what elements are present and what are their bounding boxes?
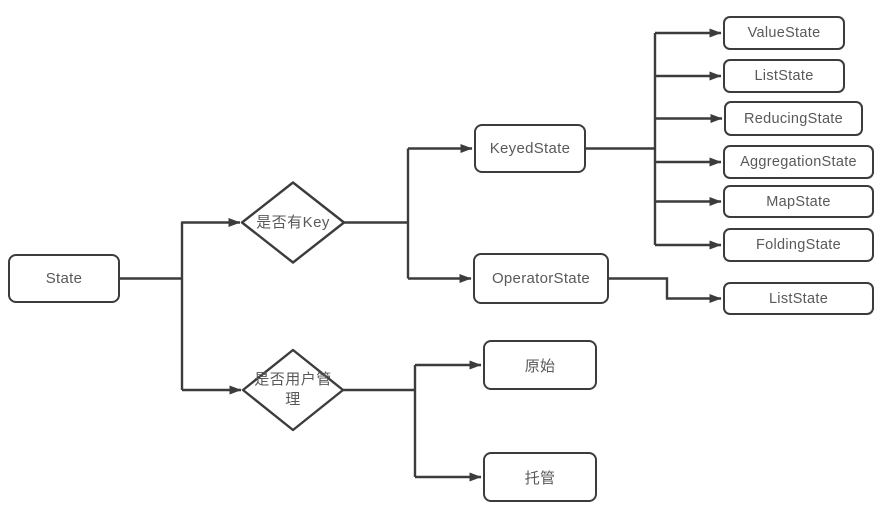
decision-has-key-label: 是否有Key bbox=[256, 214, 330, 231]
node-state: State bbox=[8, 254, 120, 303]
node-operator-state: OperatorState bbox=[473, 253, 609, 304]
node-value-state: ValueState bbox=[723, 16, 845, 50]
decision-has-key-shape bbox=[240, 181, 346, 264]
edge-operator-to-list-state bbox=[609, 277, 722, 303]
node-operator-list-state: ListState bbox=[723, 282, 874, 315]
node-list-state: ListState bbox=[723, 59, 845, 93]
decision-user-managed-shape bbox=[241, 348, 345, 432]
node-aggregation-state: AggregationState bbox=[723, 145, 874, 179]
node-keyed-state: KeyedState bbox=[474, 124, 586, 173]
decision-user-managed-label: 是否用户管理 bbox=[254, 371, 332, 408]
node-managed: 托管 bbox=[483, 452, 597, 502]
node-map-state: MapState bbox=[723, 185, 874, 218]
node-reducing-state: ReducingState bbox=[724, 101, 863, 136]
node-raw: 原始 bbox=[483, 340, 597, 390]
node-folding-state: FoldingState bbox=[723, 228, 874, 262]
